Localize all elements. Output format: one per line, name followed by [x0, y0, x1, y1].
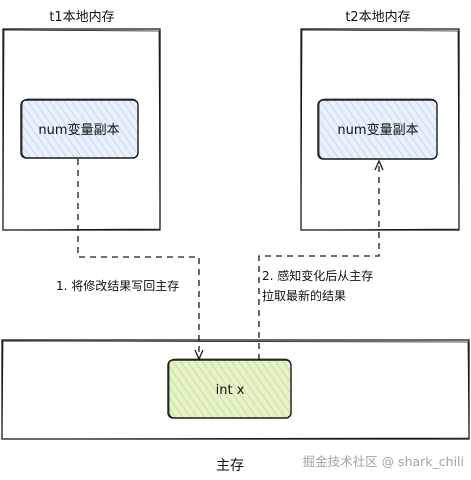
thread2-memory-box	[300, 28, 460, 231]
thread2-title: t2本地内存	[345, 9, 410, 25]
thread1-num-copy: num变量副本	[20, 98, 139, 159]
pull-latest-arrow	[258, 159, 384, 360]
main-memory-box	[1, 339, 470, 440]
thread1-title: t1本地内存	[49, 9, 114, 25]
pull-latest-label-line1: 2. 感知变化后从主存	[262, 268, 373, 283]
watermark: 掘金技术社区 @ shark_chili	[303, 454, 464, 469]
thread1-memory-box	[2, 28, 161, 231]
thread1-num-copy-label: num变量副本	[38, 122, 119, 138]
main-memory-label: 主存	[216, 458, 244, 474]
thread2-num-copy-label: num变量副本	[337, 122, 418, 138]
pull-latest-label-line2: 拉取最新的结果	[262, 288, 346, 303]
write-back-arrow	[77, 159, 204, 361]
write-back-label: 1. 将修改结果写回主存	[56, 278, 179, 293]
thread2-num-copy: num变量副本	[317, 98, 438, 160]
main-memory-int-x: int x	[167, 358, 292, 419]
int-x-label: int x	[216, 383, 245, 398]
